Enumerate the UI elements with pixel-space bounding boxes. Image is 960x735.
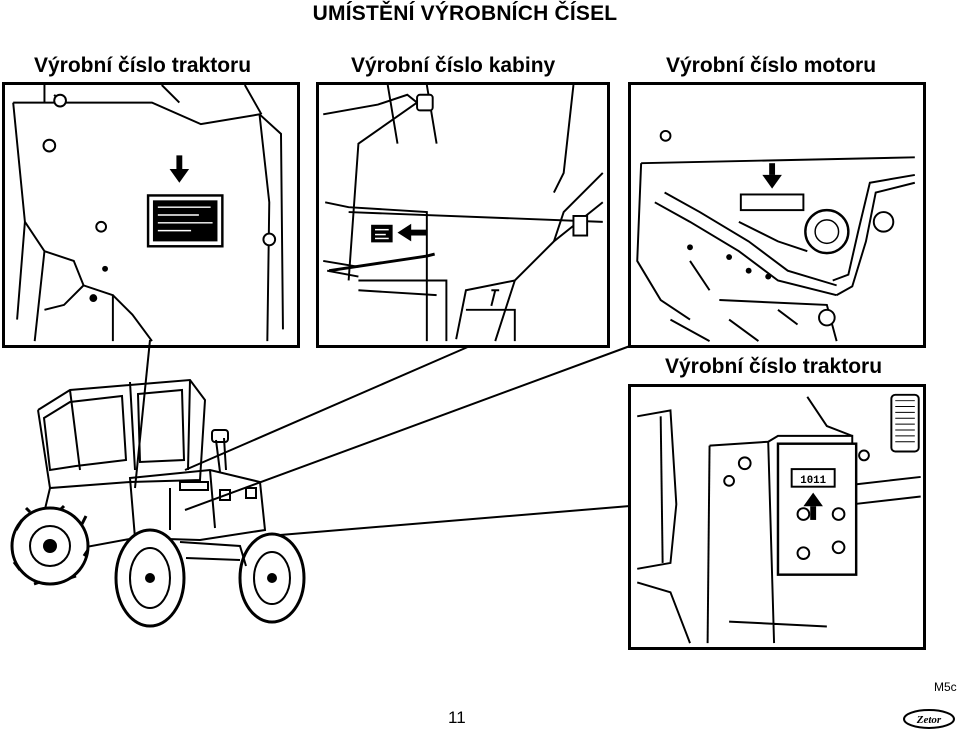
arrow-up-icon	[803, 492, 823, 520]
arrow-left-icon	[397, 223, 427, 242]
brand-text: Zetor	[916, 714, 942, 726]
engine-plate-illustration	[636, 129, 916, 342]
page-title: UMÍSTĚNÍ VÝROBNÍCH ČÍSEL	[312, 2, 618, 25]
panel-label-engine-serial: Výrobní číslo motoru	[666, 54, 877, 77]
arrow-down-icon	[762, 163, 782, 189]
cab-plate-illustration	[323, 85, 604, 342]
arrow-down-icon	[169, 155, 190, 183]
tractor-illustration	[10, 370, 315, 640]
panel-label-tractor-serial: Výrobní číslo traktoru	[34, 54, 252, 77]
zetor-logo: Zetor	[902, 708, 956, 730]
page-number: 11	[448, 708, 466, 727]
panel-label-cab-serial: Výrobní číslo kabiny	[351, 54, 556, 77]
panel-front-plate: 1011	[628, 384, 926, 650]
front-plate-illustration: 1011	[636, 393, 921, 644]
panel-engine-plate	[628, 82, 926, 348]
front-wheel	[238, 532, 306, 624]
middle-wheel	[114, 528, 186, 628]
panel-tractor-plate	[2, 82, 300, 348]
tractor-plate-illustration	[12, 85, 284, 342]
plate-number: 1011	[800, 475, 826, 487]
doc-code: M5c	[934, 680, 957, 694]
panel-cab-plate	[316, 82, 610, 348]
panel-label-tractor-serial-2: Výrobní číslo traktoru	[665, 355, 883, 378]
rear-wheel	[10, 504, 90, 586]
